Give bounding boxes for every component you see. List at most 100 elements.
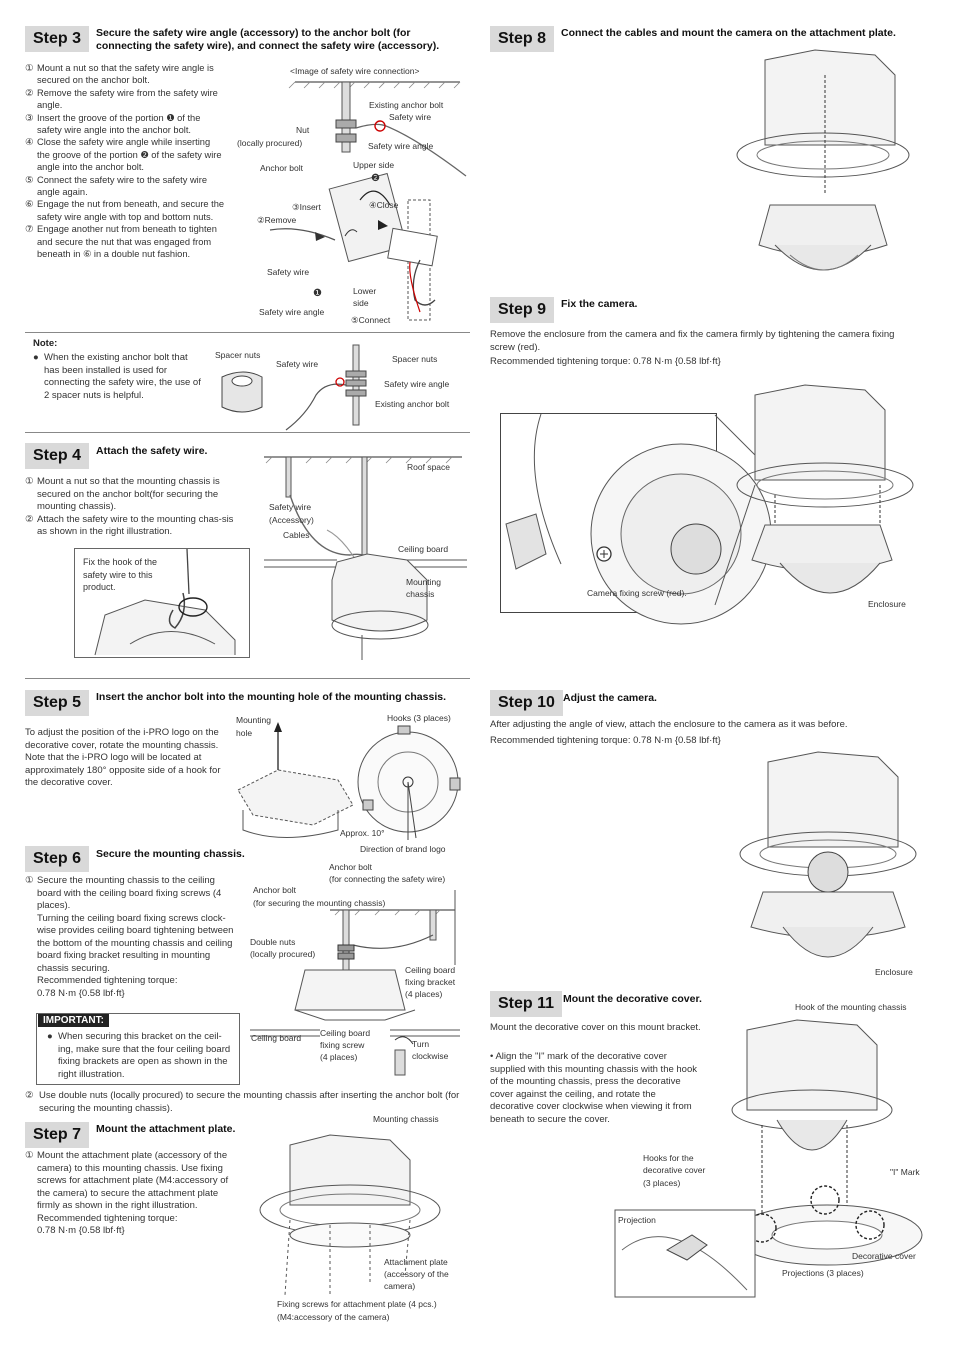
label-mounting: Mounting (406, 577, 441, 587)
label-hooks: Hooks (3 places) (387, 713, 451, 723)
label-for-safety: (for connecting the safety wire) (329, 874, 446, 884)
label-side: side (353, 298, 369, 308)
label-two: ❷ (371, 173, 380, 184)
step-4-illustration (262, 455, 470, 665)
step-10-illustration (738, 742, 918, 982)
label-hooks-dc-3: (3 places) (643, 1178, 681, 1188)
important-text: ● When securing this bracket on the ceil… (47, 1031, 231, 1080)
label-spacer-nuts-2: Spacer nuts (392, 354, 438, 364)
label-fs-2: (M4:accessory of the camera) (277, 1312, 390, 1322)
step-7-instructions: ① Mount the attachment plate (accessory … (25, 1150, 229, 1236)
label-insert: ③Insert (292, 202, 321, 212)
label-anchor-bolt: Anchor bolt (253, 885, 296, 895)
label-remove: ②Remove (257, 215, 297, 225)
label-cables: Cables (283, 530, 310, 540)
step-8-label: Step 8 (490, 26, 555, 52)
bullet-icon: ● (47, 1031, 53, 1042)
label-cb-fixing-2: fixing bracket (405, 977, 456, 987)
label-cbfs-1: Ceiling board (320, 1028, 371, 1038)
divider (25, 332, 470, 333)
label-locally: (locally procured) (250, 949, 316, 959)
inset-caption: Fix the hook of the safety wire to this … (83, 557, 158, 592)
step-8-illustration (735, 45, 910, 285)
label-for-chassis: (for securing the mounting chassis) (253, 898, 386, 908)
step-5-label: Step 5 (25, 690, 90, 716)
step-4-heading: Attach the safety wire. (96, 445, 208, 457)
inset-chassis-illustration (75, 549, 247, 655)
label-existing-anchor-bolt: Existing anchor bolt (369, 100, 444, 110)
label-locally-procured: (locally procured) (237, 138, 303, 148)
note-bullet: ● When the existing anchor bolt that has… (33, 352, 201, 401)
label-ap-1: Attachment plate (384, 1257, 448, 1267)
label-mounting: Mounting (236, 715, 271, 725)
label-anchor-bolt-top: Anchor bolt (329, 862, 372, 872)
label-lower: Lower (353, 286, 377, 296)
divider (490, 288, 930, 289)
step-7-heading: Mount the attachment plate. (96, 1123, 236, 1135)
step-11-text-1: Mount the decorative cover on this mount… (490, 1022, 701, 1033)
label-roof-space: Roof space (407, 462, 450, 472)
step-4-label: Step 4 (25, 443, 90, 469)
step-10-heading: Adjust the camera. (563, 692, 657, 704)
step-6-instructions: ① Secure the mounting chassis to the cei… (25, 875, 234, 999)
label-ceiling-board: Ceiling board (398, 544, 449, 554)
bullet-icon: ● (33, 352, 39, 363)
inset-box (74, 548, 250, 658)
divider (25, 432, 470, 433)
label-anchor-bolt: Anchor bolt (260, 163, 303, 173)
label-spacer-nuts: Spacer nuts (215, 350, 261, 360)
label-safety-wire: Safety wire (269, 502, 312, 512)
step-8-heading: Connect the cables and mount the camera … (561, 27, 896, 39)
label-hole: hole (236, 728, 253, 738)
label-approx: Approx. 10° (340, 828, 385, 838)
label-mounting-chassis: Mounting chassis (373, 1114, 439, 1124)
label-turn: Turn (412, 1039, 430, 1049)
label-safety-wire-2: Safety wire (267, 267, 310, 277)
step-3-heading: Secure the safety wire angle (accessory)… (96, 27, 440, 52)
divider (25, 678, 470, 679)
step-9-torque: Recommended tightening torque: 0.78 N·m … (490, 356, 721, 367)
label-projections: Projections (3 places) (782, 1268, 864, 1278)
step-9-detail-illustration (501, 414, 714, 610)
label-connect: ⑤Connect (351, 315, 391, 325)
label-ceiling-board: Ceiling board (251, 1033, 302, 1043)
label-upper-side: Upper side (353, 160, 395, 170)
label-ap-2: (accessory of the (384, 1269, 449, 1279)
step-11-label: Step 11 (490, 991, 563, 1017)
step-7-illustration (245, 1125, 445, 1300)
step-6-item-2: ② Use double nuts (locally procured) to … (25, 1090, 460, 1114)
label-safety-wire-angle-2: Safety wire angle (259, 307, 325, 317)
step-5-text: To adjust the position of the i-PRO logo… (25, 727, 221, 788)
label-double-nuts: Double nuts (250, 937, 296, 947)
label-one: ❶ (313, 288, 322, 299)
label-hook: Hook of the mounting chassis (795, 1002, 907, 1012)
label-safety-wire: Safety wire (276, 359, 319, 369)
label-existing-anchor-bolt: Existing anchor bolt (375, 399, 450, 409)
step-9-label: Step 9 (490, 297, 555, 323)
step-9-heading: Fix the camera. (561, 298, 638, 310)
important-tag: IMPORTANT: (38, 1014, 109, 1027)
label-hooks-dc-2: decorative cover (643, 1165, 706, 1175)
label-nut: Nut (296, 125, 310, 135)
note-title: Note: (33, 338, 58, 349)
label-accessory: (Accessory) (269, 515, 314, 525)
step-10-label: Step 10 (490, 690, 563, 716)
step-11-heading: Mount the decorative cover. (563, 993, 702, 1005)
label-direction: Direction of brand logo (360, 844, 446, 854)
label-i-mark: "I" Mark (890, 1167, 920, 1177)
label-enclosure: Enclosure (875, 967, 913, 977)
important-box (36, 1013, 240, 1085)
label-safety-wire-angle: Safety wire angle (368, 141, 434, 151)
label-hooks-dc-1: Hooks for the (643, 1153, 694, 1163)
label-cbfs-2: fixing screw (320, 1040, 365, 1050)
step-6-illustration (250, 890, 465, 1080)
